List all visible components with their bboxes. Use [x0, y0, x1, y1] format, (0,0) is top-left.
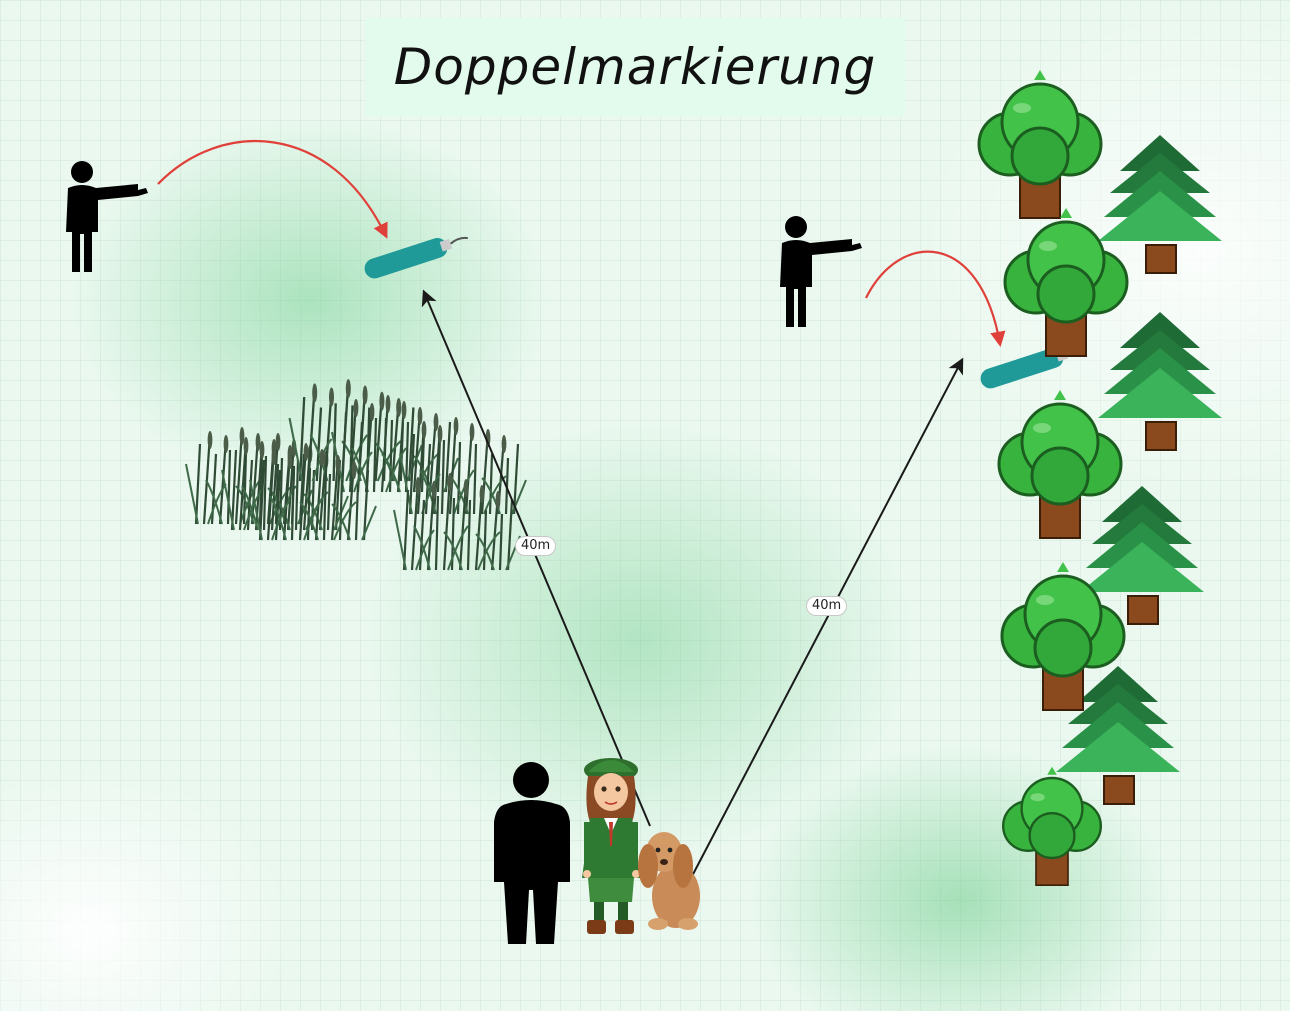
dog-figure: [638, 832, 700, 930]
round-tree: [1003, 206, 1129, 358]
reed-cluster: [184, 377, 528, 572]
title-box: Doppelmarkierung: [365, 18, 905, 116]
girl-figure: [582, 758, 640, 934]
route-arrow-right: [689, 357, 964, 881]
fir-tree: [1097, 311, 1223, 451]
throw-arc-left: [157, 139, 388, 239]
tree-line: [977, 68, 1223, 887]
round-tree: [977, 68, 1103, 220]
thrower-left: [66, 161, 148, 272]
throw-arc-right: [865, 250, 1006, 348]
round-tree: [997, 388, 1123, 540]
page-title: Doppelmarkierung: [393, 38, 877, 96]
dummy-left: [361, 227, 472, 283]
distance-label-right: 40m: [806, 596, 848, 616]
fir-tree: [1097, 134, 1223, 274]
round-tree: [1002, 765, 1103, 887]
handler-figure: [494, 762, 570, 944]
thrower-right: [780, 216, 862, 327]
route-arrow-left: [421, 289, 651, 827]
distance-label-left: 40m: [515, 536, 557, 556]
